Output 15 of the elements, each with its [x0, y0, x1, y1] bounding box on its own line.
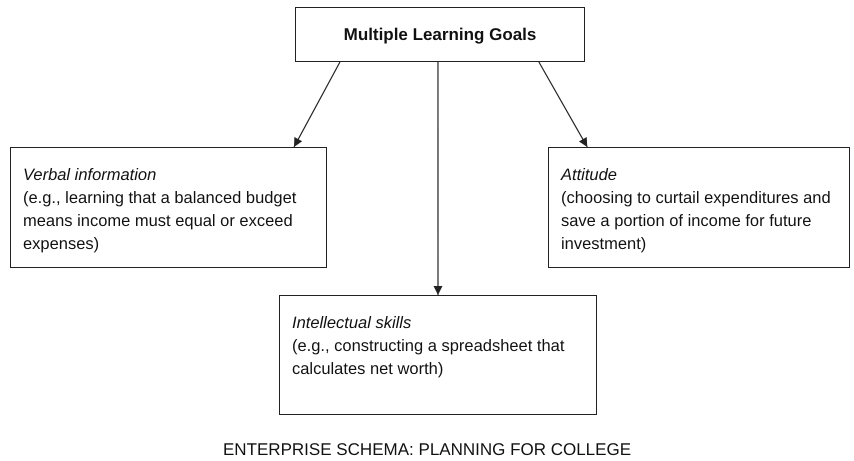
arrow — [538, 62, 588, 148]
caption: ENTERPRISE SCHEMA: PLANNING FOR COLLEGE — [222, 440, 632, 460]
goal-box — [295, 7, 585, 62]
example-text: (e.g., constructing a spreadsheet that calculates net worth) — [292, 336, 566, 380]
category-heading: Intellectual skills — [292, 313, 412, 334]
node-title: Multiple Learning Goals — [344, 24, 536, 46]
example-text: (e.g., learning that a balanced budget means income must equal or exceed expenses) — [23, 188, 298, 255]
category-heading: Verbal information — [23, 165, 158, 186]
category-box — [548, 147, 850, 268]
example-text: (choosing to curtail expenditures and save a portion of income for future investment) — [561, 188, 832, 255]
arrow — [434, 62, 442, 295]
category-heading: Attitude — [561, 165, 618, 186]
arrow — [294, 62, 340, 148]
category-box — [10, 147, 327, 268]
category-box — [279, 295, 597, 415]
